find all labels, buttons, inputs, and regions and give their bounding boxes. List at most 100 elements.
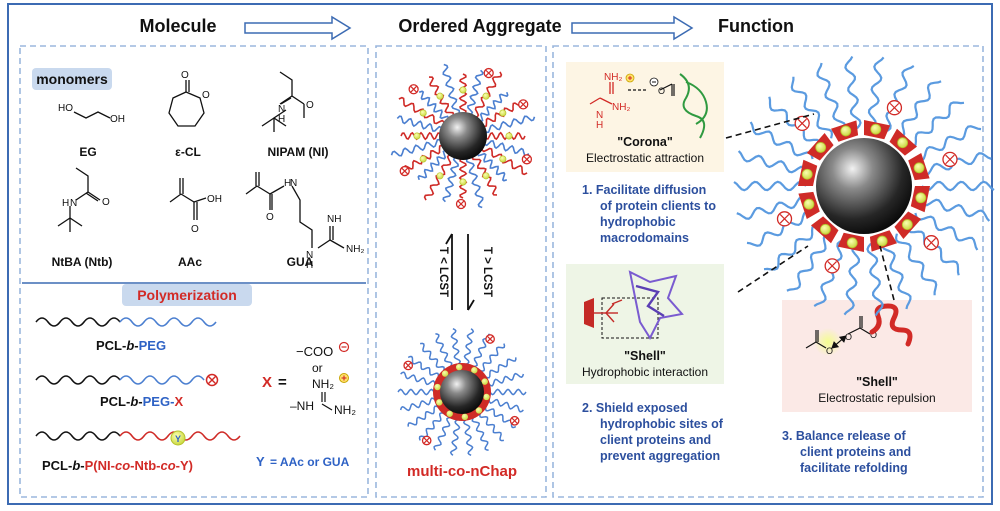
monomer-gua-structure <box>245 172 345 249</box>
functional-unit <box>876 235 888 247</box>
functional-unit <box>436 172 444 180</box>
polymer-arm <box>458 157 468 199</box>
point-2-line-3: client proteins and <box>600 433 711 447</box>
x-gua-structure <box>321 392 333 411</box>
polymerization-title: Polymerization <box>137 287 237 303</box>
polymer-arm <box>919 198 991 222</box>
monomer-eg-label: EG <box>79 145 96 159</box>
polymer-arm <box>733 180 807 192</box>
functional-unit <box>840 125 852 137</box>
shell-electrostatic-panel: O O O "Shell" Electrostatic repulsion <box>782 300 972 412</box>
corona-n: N <box>596 110 603 121</box>
ecl-o-ring: O <box>202 90 210 101</box>
polymer-3-name: PCL-b-P(NI-co-Ntb-co-Y) <box>42 458 193 473</box>
function-panel <box>552 45 984 498</box>
functional-unit <box>815 142 827 153</box>
shell2-o-left: O <box>826 346 833 356</box>
functional-unit <box>801 168 813 180</box>
shell2-o-mid: O <box>845 332 852 342</box>
polymer-arm <box>914 212 979 251</box>
functional-unit <box>913 162 925 174</box>
ecl-o-top: O <box>181 70 189 81</box>
polymer-arm <box>489 388 527 396</box>
polymer-arm <box>884 64 915 133</box>
functional-unit <box>436 92 444 100</box>
shell2-o-right: O <box>870 330 877 340</box>
y-definition: = AAc or GUA <box>270 455 350 469</box>
connector-corona <box>725 113 815 139</box>
header-molecule: Molecule <box>139 16 216 36</box>
polymer-arm <box>407 355 440 377</box>
corona-o: O <box>658 86 665 96</box>
polymer-arm <box>843 242 861 316</box>
polymer-arm <box>484 131 526 141</box>
gua-n-bottom: N <box>306 250 313 261</box>
x-or: or <box>312 361 323 375</box>
ntba-hn: H <box>62 198 69 209</box>
polymer-arm <box>399 397 436 412</box>
equilibrium-arrows <box>445 233 475 311</box>
polymer-arm <box>921 180 995 192</box>
shell-electrostatic-subtitle: Electrostatic repulsion <box>818 391 935 405</box>
point-2-line-2: hydrophobic sites of <box>600 417 724 431</box>
functional-unit <box>413 132 421 140</box>
functional-unit <box>475 407 483 414</box>
polymer-arm <box>462 419 474 456</box>
polymer-arm <box>866 242 884 317</box>
polymer-3-y-marker: Y <box>170 430 186 446</box>
polymer-arm <box>737 150 809 174</box>
polymer-arm <box>476 151 508 182</box>
point-1-line-4: macrodomains <box>600 231 689 245</box>
point-2-line-1: 2. Shield exposed <box>582 401 688 415</box>
header-function: Function <box>718 16 794 36</box>
polymer-arm <box>813 239 844 308</box>
monomers-title: monomers <box>36 71 108 87</box>
monomer-aac-structure <box>169 178 207 220</box>
functional-unit <box>434 383 441 391</box>
functional-unit <box>846 237 858 249</box>
polymer-arm <box>435 333 453 367</box>
polymer-arm <box>480 343 506 372</box>
shell-hydrophobic-title: "Shell" <box>624 349 666 363</box>
polymer-arm <box>400 371 436 386</box>
polymer-arm <box>483 140 530 157</box>
functional-unit <box>870 123 882 135</box>
functional-unit <box>471 367 478 374</box>
monomer-ecl-structure <box>168 80 205 127</box>
functional-unit <box>441 370 449 377</box>
polymer-arm <box>894 233 938 296</box>
header-ordered-aggregate: Ordered Aggregate <box>398 16 561 36</box>
polymer-arm <box>417 149 448 181</box>
polymer-arm <box>736 195 809 220</box>
gua-o: O <box>266 212 274 223</box>
polymer-arm <box>407 405 439 427</box>
aac-oh: OH <box>207 194 222 205</box>
micelle-core <box>439 112 487 160</box>
nipam-o: O <box>306 100 314 111</box>
ntba-o: O <box>102 197 110 208</box>
corona-panel: NH₂ N H NH₂ O "Corona" Electrostatic att… <box>566 62 724 172</box>
functional-unit <box>455 363 463 371</box>
monomer-aac-label: AAc <box>178 255 202 269</box>
x-equals: = <box>278 374 287 391</box>
polymer-arm <box>790 76 834 139</box>
functional-unit <box>459 178 467 186</box>
shell-electrostatic-title: "Shell" <box>856 375 898 389</box>
polymer-arm <box>763 222 821 271</box>
micelle-large <box>733 55 995 317</box>
connector-shell-hydrophobic <box>737 245 809 293</box>
x-coo: −COO <box>296 344 333 359</box>
monomer-ntba-structure <box>57 167 101 232</box>
polymer-2-name: PCL-b-PEG-X <box>100 394 183 409</box>
polymer-arm <box>400 131 442 141</box>
point-3-line-2: client proteins and <box>800 445 911 459</box>
corona-nh2-top: NH₂ <box>604 72 622 83</box>
polymer-arm <box>768 96 822 148</box>
polymer-chain-3 <box>35 431 241 441</box>
polymer-arm <box>488 372 525 387</box>
gua-h-bottom: H <box>306 260 313 271</box>
polymer-arm <box>816 62 847 133</box>
polymer-arm <box>488 398 524 413</box>
polymer-arm <box>473 333 491 368</box>
corona-subtitle: Electrostatic attraction <box>586 151 704 165</box>
